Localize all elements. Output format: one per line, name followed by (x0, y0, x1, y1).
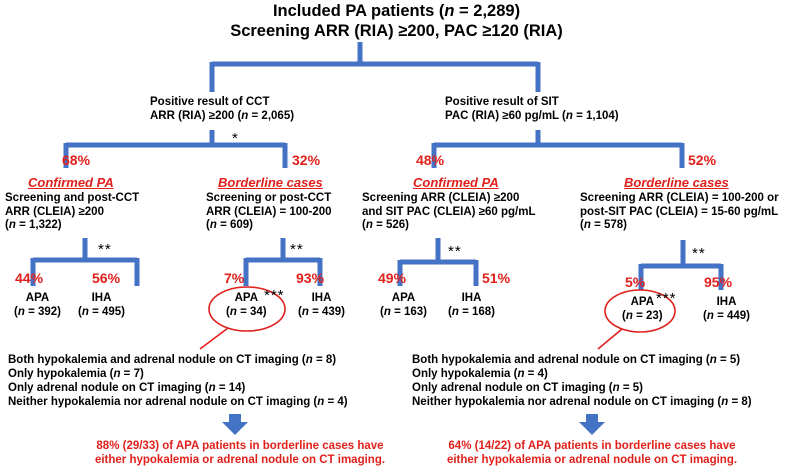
sit-borderline-significance: ** (692, 245, 706, 262)
cct-confirmed-pct: 68% (62, 152, 91, 168)
cct-confirmed-iha-pct: 56% (92, 270, 121, 286)
sit-conclusion-note: 64% (14/22) of APA patients in borderlin… (446, 440, 738, 466)
cct-borderline-apa: APA (n = 34) (226, 292, 267, 318)
breakdown-item: Both hypokalemia and adrenal nodule on C… (412, 354, 741, 366)
diagram-subtitle: Screening ARR (RIA) ≥200, PAC ≥120 (RIA) (230, 22, 563, 40)
cct-confirmed-iha: IHA (n = 495) (78, 292, 125, 318)
cct-node: Positive result of CCT ARR (RIA) ≥200 (n… (150, 96, 295, 122)
cct-borderline-apa-pct: 7% (224, 270, 245, 286)
cct-borderline-pct: 32% (292, 152, 321, 168)
highlight-circle (208, 286, 286, 332)
breakdown-item: Neither hypokalemia nor adrenal nodule o… (412, 396, 752, 408)
callout-line (199, 327, 229, 350)
cct-conclusion-note: 88% (29/33) of APA patients in borderlin… (94, 440, 386, 466)
sit-borderline-header: Borderline cases (624, 175, 729, 190)
cct-borderline-iha-pct: 93% (296, 270, 325, 286)
cct-apa-breakdown: Both hypokalemia and adrenal nodule on C… (8, 353, 348, 409)
cct-borderline-header: Borderline cases (218, 175, 323, 190)
sit-confirmed-significance: ** (448, 243, 462, 260)
sit-borderline-iha-pct: 95% (704, 274, 733, 290)
sit-confirmed-apa-pct: 49% (378, 270, 407, 286)
sit-borderline-criteria: Screening ARR (CLEIA) = 100-200 or post-… (580, 192, 779, 231)
sit-apa-breakdown: Both hypokalemia and adrenal nodule on C… (412, 353, 752, 409)
sit-borderline-iha: IHA (n = 449) (703, 296, 750, 322)
cct-borderline-iha: IHA (n = 439) (298, 292, 345, 318)
cct-confirmed-header: Confirmed PA (28, 175, 114, 190)
sit-confirmed-apa: APA (n = 163) (380, 292, 427, 318)
breakdown-item: Only adrenal nodule on CT imaging (n = 5… (412, 382, 643, 394)
down-arrow-icon (222, 414, 248, 435)
diagram-title: Included PA patients (n = 2,289) (272, 2, 521, 20)
sit-node: Positive result of SIT PAC (RIA) ≥60 pg/… (445, 96, 619, 122)
sit-confirmed-pct: 48% (416, 152, 445, 168)
cct-borderline-significance: ** (290, 241, 304, 258)
highlight-circle (604, 289, 676, 333)
breakdown-item: Only hypokalemia (n = 4) (412, 368, 548, 380)
cct-borderline-apa-significance: *** (264, 287, 285, 304)
sit-borderline-apa: APA (n = 23) (622, 296, 663, 322)
sit-borderline-apa-significance: *** (656, 290, 677, 307)
sit-confirmed-iha: IHA (n = 168) (448, 292, 495, 318)
breakdown-item: Neither hypokalemia nor adrenal nodule o… (8, 396, 348, 408)
breakdown-item: Only adrenal nodule on CT imaging (n = 1… (8, 382, 246, 394)
cct-significance: * (232, 130, 239, 147)
sit-borderline-pct: 52% (688, 152, 717, 168)
sit-confirmed-header: Confirmed PA (413, 175, 499, 190)
breakdown-item: Only hypokalemia (n = 7) (8, 368, 144, 380)
cct-borderline-criteria: Screening or post-CCT ARR (CLEIA) = 100-… (206, 192, 332, 231)
sit-confirmed-iha-pct: 51% (482, 270, 511, 286)
cct-confirmed-criteria: Screening and post-CCT ARR (CLEIA) ≥200 … (5, 192, 140, 231)
down-arrow-icon (579, 414, 605, 435)
cct-confirmed-apa-pct: 44% (15, 270, 44, 286)
sit-confirmed-criteria: Screening ARR (CLEIA) ≥200 and SIT PAC (… (362, 192, 536, 231)
callout-line (597, 328, 623, 350)
cct-confirmed-apa: APA (n = 392) (14, 292, 61, 318)
cct-confirmed-significance: ** (98, 241, 112, 258)
sit-borderline-apa-pct: 5% (625, 274, 646, 290)
breakdown-item: Both hypokalemia and adrenal nodule on C… (8, 354, 337, 366)
